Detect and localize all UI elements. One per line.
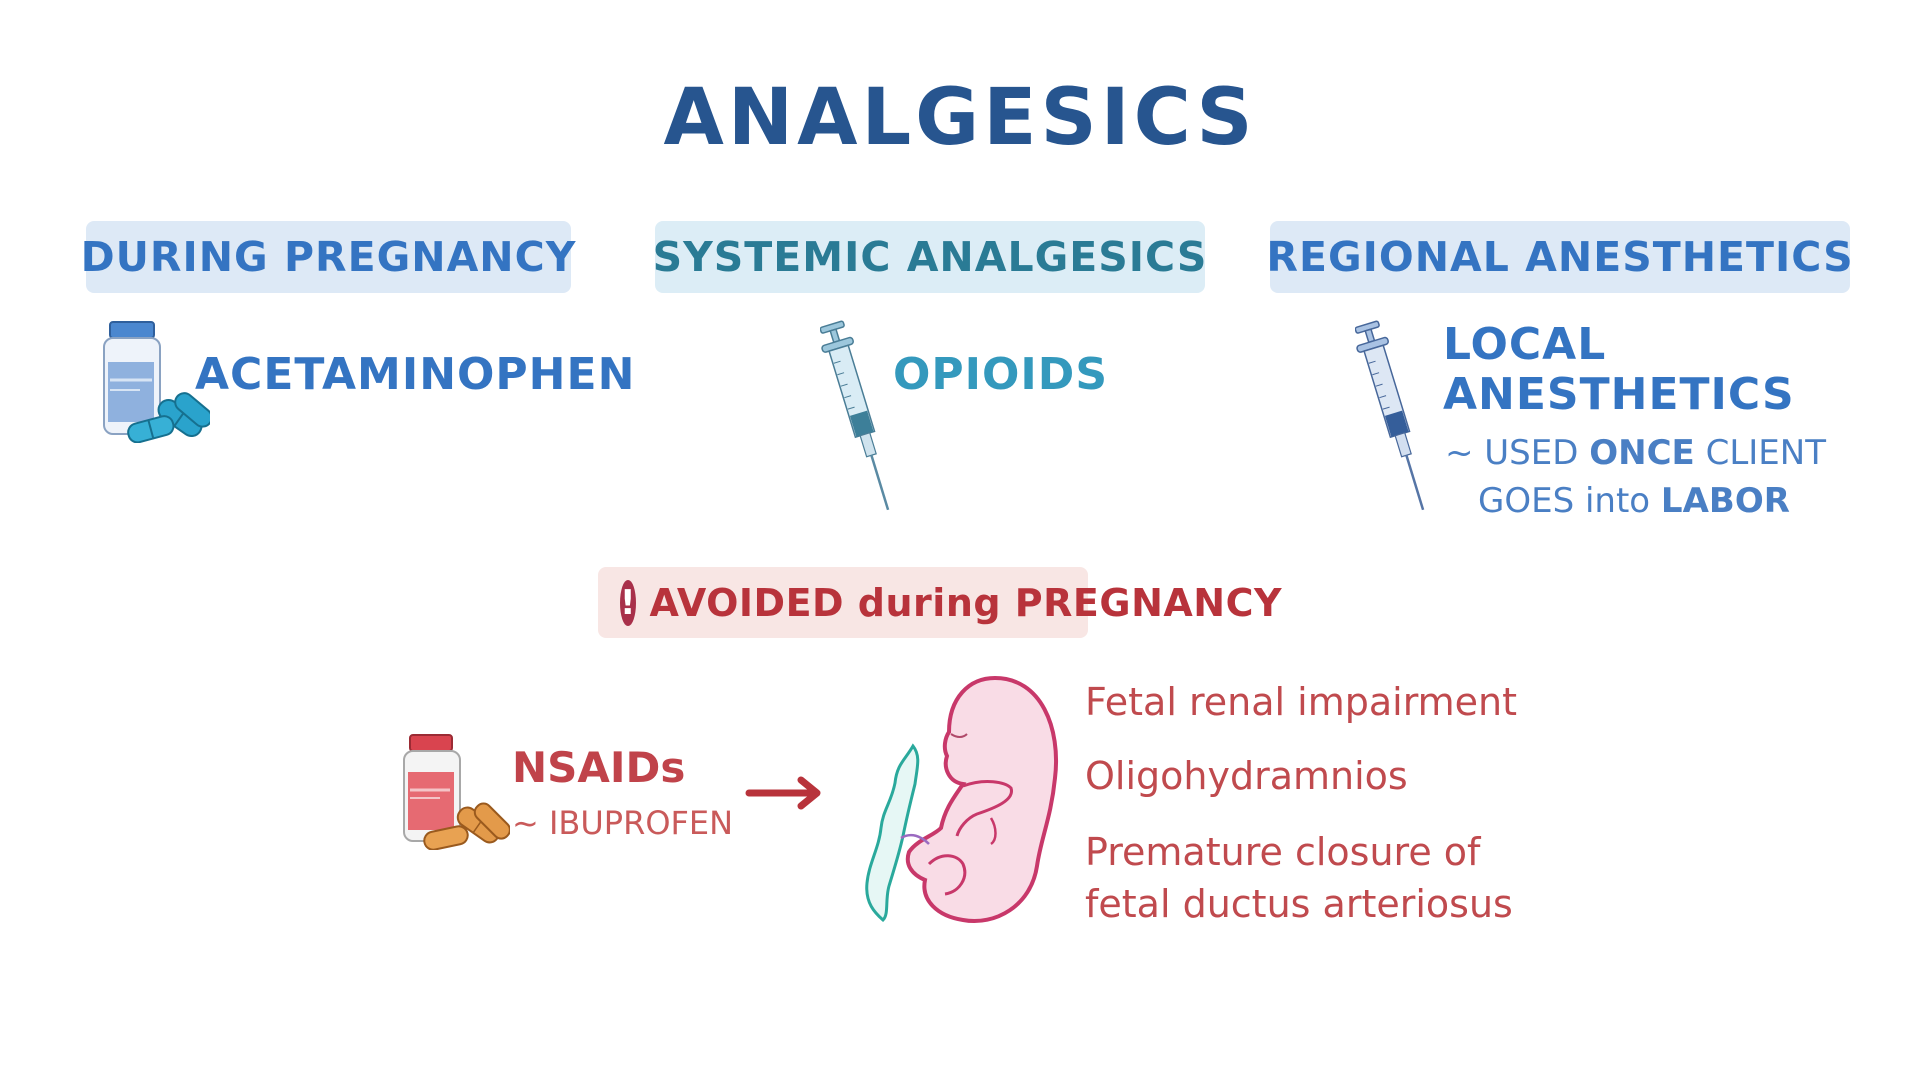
drug-nsaids: NSAIDs [512,743,686,792]
effect-item: fetal ductus arteriosus [1085,882,1513,926]
drug-local-anesthetics-line2: ANESTHETICS [1443,369,1795,420]
avoided-label: AVOIDED during PREGNANCY [649,580,1282,625]
effect-item: Premature closure of [1085,830,1481,874]
effect-item: Fetal renal impairment [1085,680,1518,724]
pill-bottle-icon [100,318,213,444]
effect-item: Oligohydramnios [1085,754,1408,798]
drug-local-anesthetics-line1: LOCAL [1443,319,1607,370]
page-title: ANALGESICS [663,73,1257,163]
drug-ibuprofen: ~ IBUPROFEN [512,804,734,842]
syringe-icon [819,318,900,518]
header-regional-anesthetics: REGIONAL ANESTHETICS [1266,221,1853,293]
arrow-right-icon [745,776,825,810]
syringe-icon [1354,318,1435,518]
local-anesthetics-note-line1: ~ USED ONCE CLIENT [1445,433,1826,473]
drug-acetaminophen: ACETAMINOPHEN [195,349,636,400]
header-during-pregnancy: DURING PREGNANCY [81,221,575,293]
local-anesthetics-note-line2: GOES into LABOR [1478,481,1790,521]
avoided-banner: ! AVOIDED during PREGNANCY [598,567,1281,638]
fetus-icon [845,668,1065,930]
drug-opioids: OPIOIDS [893,349,1109,400]
exclamation-circle-icon: ! [620,579,636,626]
pill-bottle-icon [400,732,511,851]
header-systemic-analgesics: SYSTEMIC ANALGESICS [653,221,1206,293]
